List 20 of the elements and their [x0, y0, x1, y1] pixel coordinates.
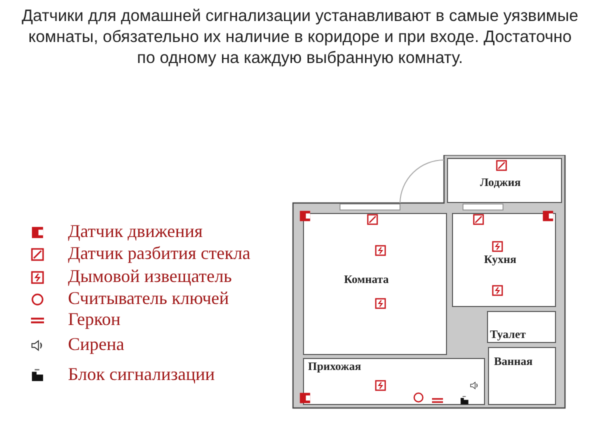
room-area — [488, 347, 556, 405]
room-label: Кухня — [484, 254, 516, 266]
room-label: Туалет — [490, 329, 526, 341]
room-label: Прихожая — [308, 361, 362, 373]
legend-text: Геркон — [68, 309, 120, 329]
room-area — [452, 213, 556, 307]
room-label: Комната — [344, 274, 389, 286]
room-label: Ванная — [494, 356, 533, 368]
room-area — [303, 358, 485, 405]
legend-text: Считыватель ключей — [68, 288, 229, 308]
room-label: Лоджия — [480, 177, 521, 189]
room-area — [487, 311, 556, 343]
room-area — [447, 158, 562, 203]
legend-text: Блок сигнализации — [68, 364, 215, 384]
legend-text: Датчик разбития стекла — [68, 243, 250, 263]
legend-text: Дымовой извещатель — [68, 266, 232, 286]
heading-text: Датчики для домашней сигнализации устанавливают в самые уязвимые комнаты, обязательно их наличие в коридоре и при входе. Достаточно по одному на каждую выбранную комнату. — [20, 6, 580, 69]
legend-text: Датчик движения — [68, 221, 203, 241]
room-area — [303, 213, 447, 355]
legend-text: Сирена — [68, 334, 124, 354]
